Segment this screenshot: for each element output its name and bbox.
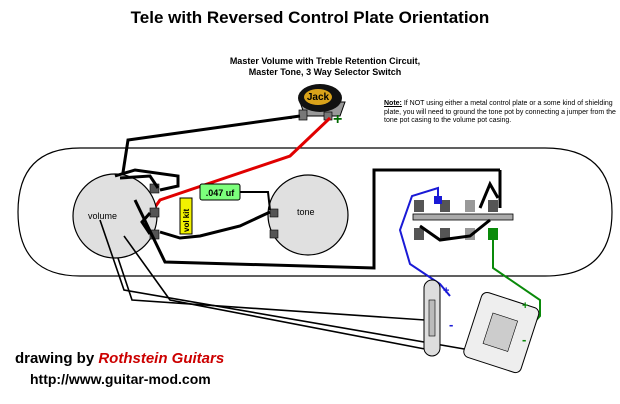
credit-brand: Rothstein Guitars	[98, 350, 225, 367]
note-label: Note:	[384, 100, 402, 107]
capacitor: .047 uf	[199, 183, 241, 201]
grounding-note: Note: If NOT using either a metal contro…	[384, 100, 616, 126]
neck-plus-label: +	[443, 285, 449, 297]
volume-label: volume	[88, 211, 117, 221]
vol-kit: vol kit	[179, 197, 193, 235]
credit-url: http://www.guitar-mod.com	[30, 371, 211, 387]
switch-jumper-wire	[419, 170, 502, 242]
chassis-ground-wire	[99, 219, 471, 351]
bridge-plus-label: +	[522, 300, 528, 312]
bridge-minus-label: -	[522, 332, 526, 347]
neck-pickup	[423, 279, 441, 357]
vol-kit-label: vol kit	[182, 209, 191, 232]
neck-minus-label: -	[449, 317, 453, 332]
jack-plus-label: +	[333, 111, 342, 128]
neck-hot-wire	[398, 186, 451, 297]
bridge-ground-wire	[123, 235, 431, 351]
jack-hot-wire	[151, 116, 332, 211]
neck-ground-wire	[117, 257, 426, 321]
diagram-title: Tele with Reversed Control Plate Orienta…	[130, 8, 490, 27]
volume-to-tone-wire	[159, 210, 271, 240]
control-plate-outline	[17, 147, 613, 277]
capacitor-label: .047 uf	[206, 188, 236, 198]
note-text: If NOT using either a metal control plat…	[384, 100, 616, 124]
output-jack: Jack	[298, 84, 346, 121]
volume-pot: volume	[72, 173, 160, 259]
jack-label: Jack	[307, 92, 330, 103]
bridge-pickup	[463, 291, 540, 374]
volume-lug-jumper	[140, 212, 152, 235]
diagram-subtitle: Master Volume with Treble Retention Circ…	[180, 56, 470, 78]
tone-label: tone	[297, 207, 315, 217]
credit-line: drawing by Rothstein Guitars	[15, 350, 224, 367]
credit-prefix: drawing by	[15, 350, 99, 367]
subtitle-line-2: Master Tone, 3 Way Selector Switch	[248, 67, 402, 77]
tone-pot: tone	[267, 174, 349, 256]
volume-to-switch-wire	[114, 168, 180, 192]
subtitle-line-1: Master Volume with Treble Retention Circ…	[229, 56, 421, 66]
volume-ground-wire-a	[119, 174, 160, 189]
capacitor-lead	[238, 191, 271, 211]
tone-to-switch-wire	[133, 168, 500, 270]
